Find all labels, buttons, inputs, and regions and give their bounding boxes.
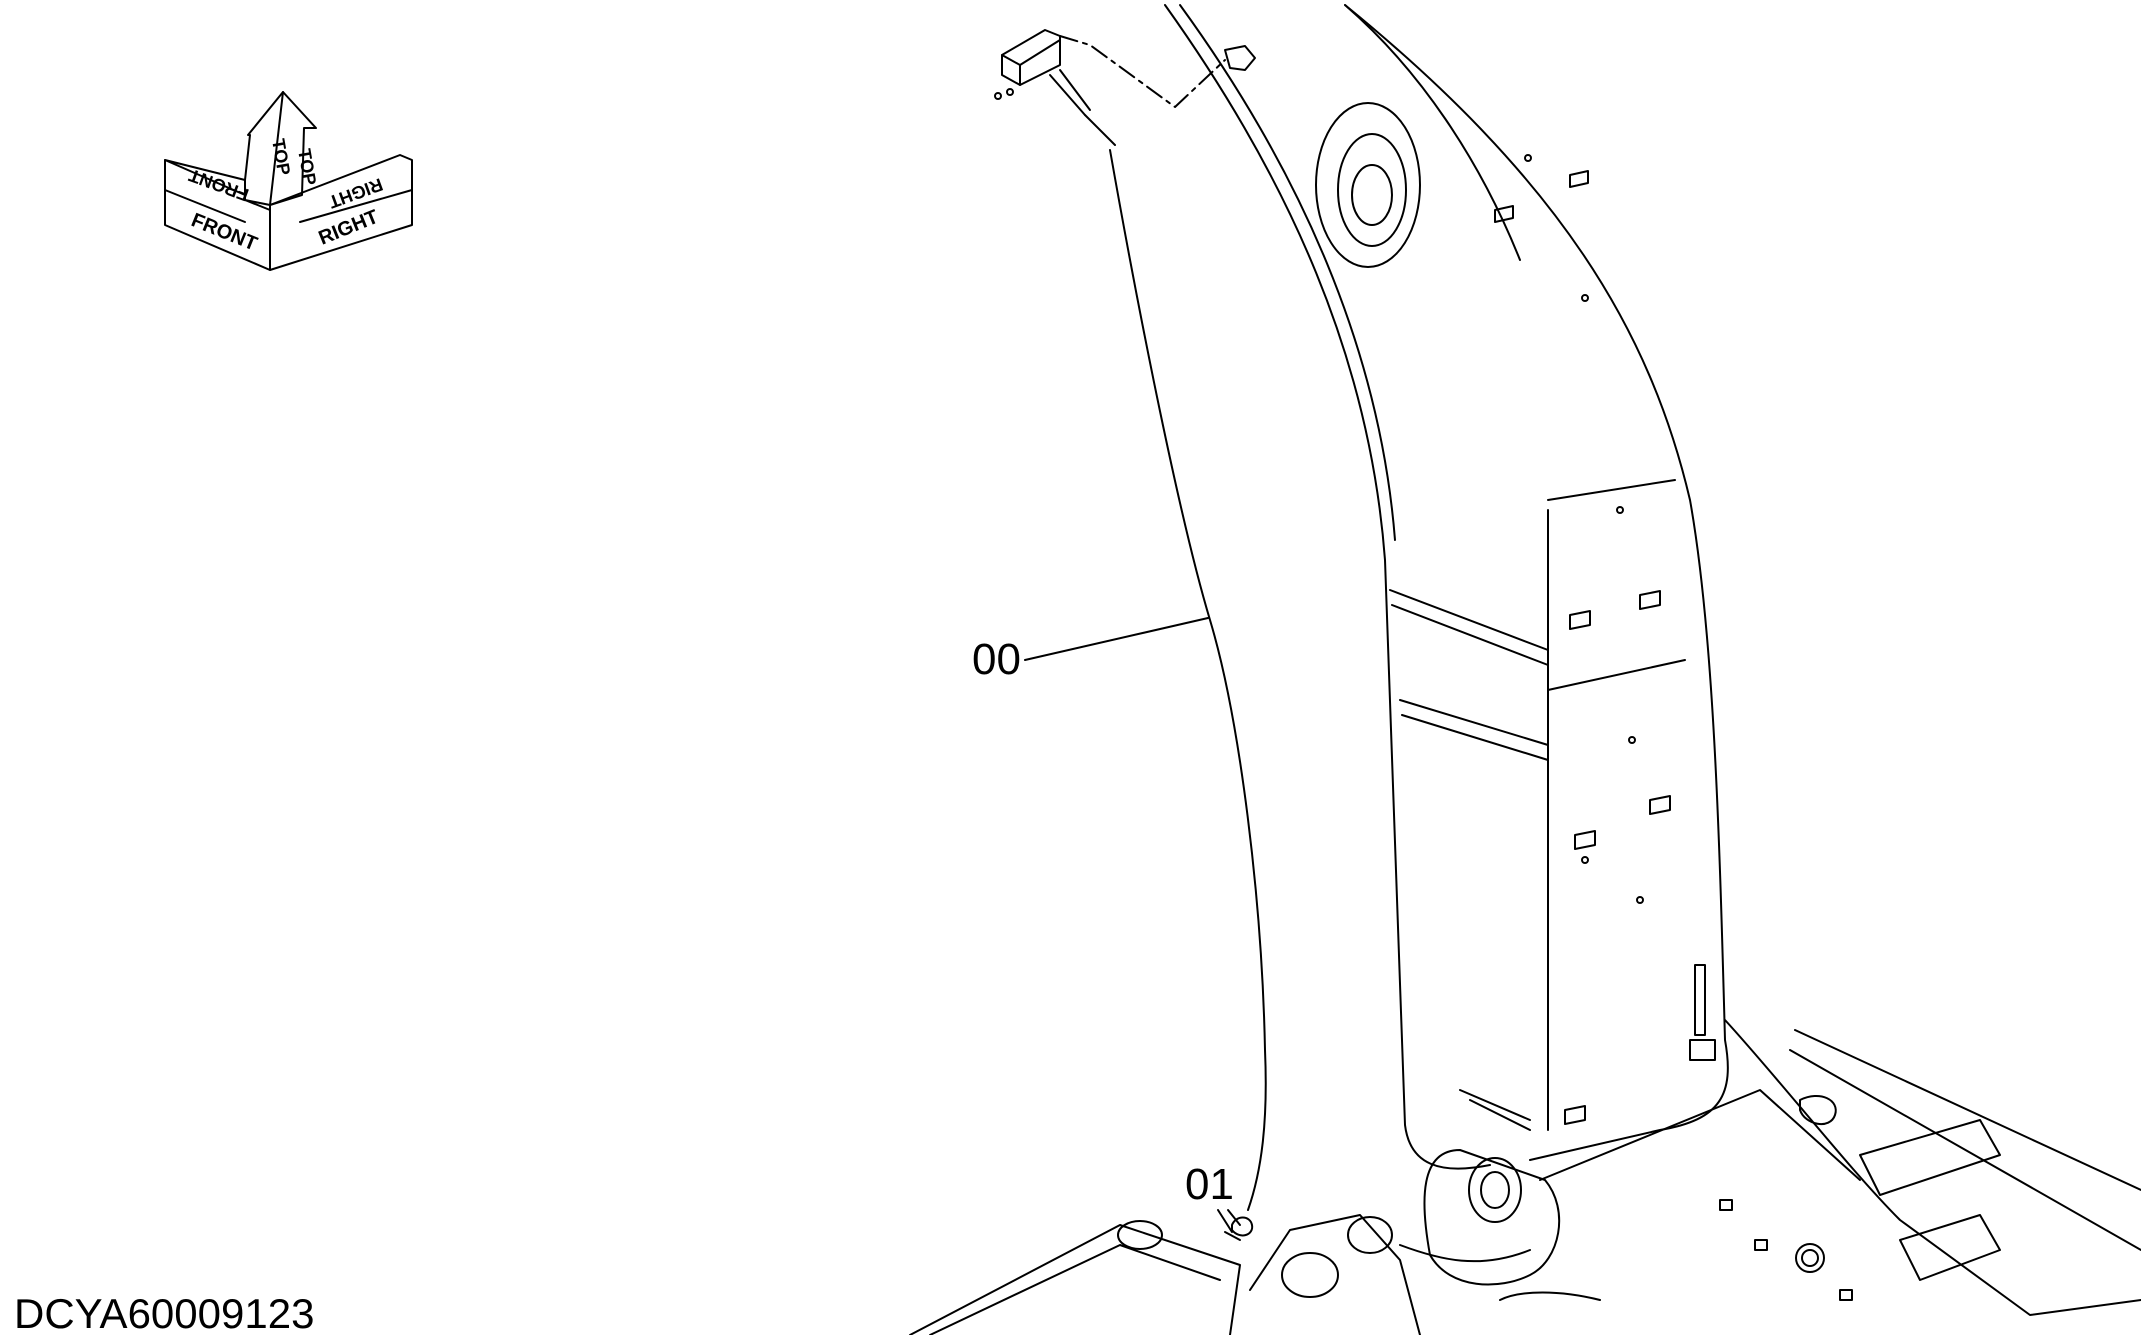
boom [1164,4,1729,1286]
orientation-indicator: FRONT FRONT TOP TOP RIGHT RIGHT [164,91,413,271]
orientation-top-label: TOP [268,137,294,177]
sensor-icon [1001,29,1061,86]
drawing-code: DCYA60009123 [14,1290,315,1337]
harness-cable [1109,149,1267,1211]
clamp-part [1224,1216,1254,1241]
callout-leader-00 [1024,617,1209,661]
top-arrow-icon [244,91,317,206]
clamp-icon [1231,1216,1254,1237]
orientation-right-label: RIGHT [316,206,382,250]
orientation-front-label: FRONT [188,209,260,255]
lower-frame [909,1214,1601,1335]
callout-leader-01-a [1217,1209,1233,1233]
callout-label-clamp: 01 [1185,1160,1234,1209]
callout-label-harness: 00 [972,635,1021,684]
frame-hole [1795,1243,1825,1273]
boom-pin-boss [1315,102,1421,268]
callout-leader-01-b [1227,1209,1241,1226]
orientation-top-label-vertical: TOP [294,147,320,187]
sensor-unit [994,29,1256,146]
orientation-front-label-mirrored: FRONT [186,165,251,205]
upper-frame [1539,1019,2141,1316]
